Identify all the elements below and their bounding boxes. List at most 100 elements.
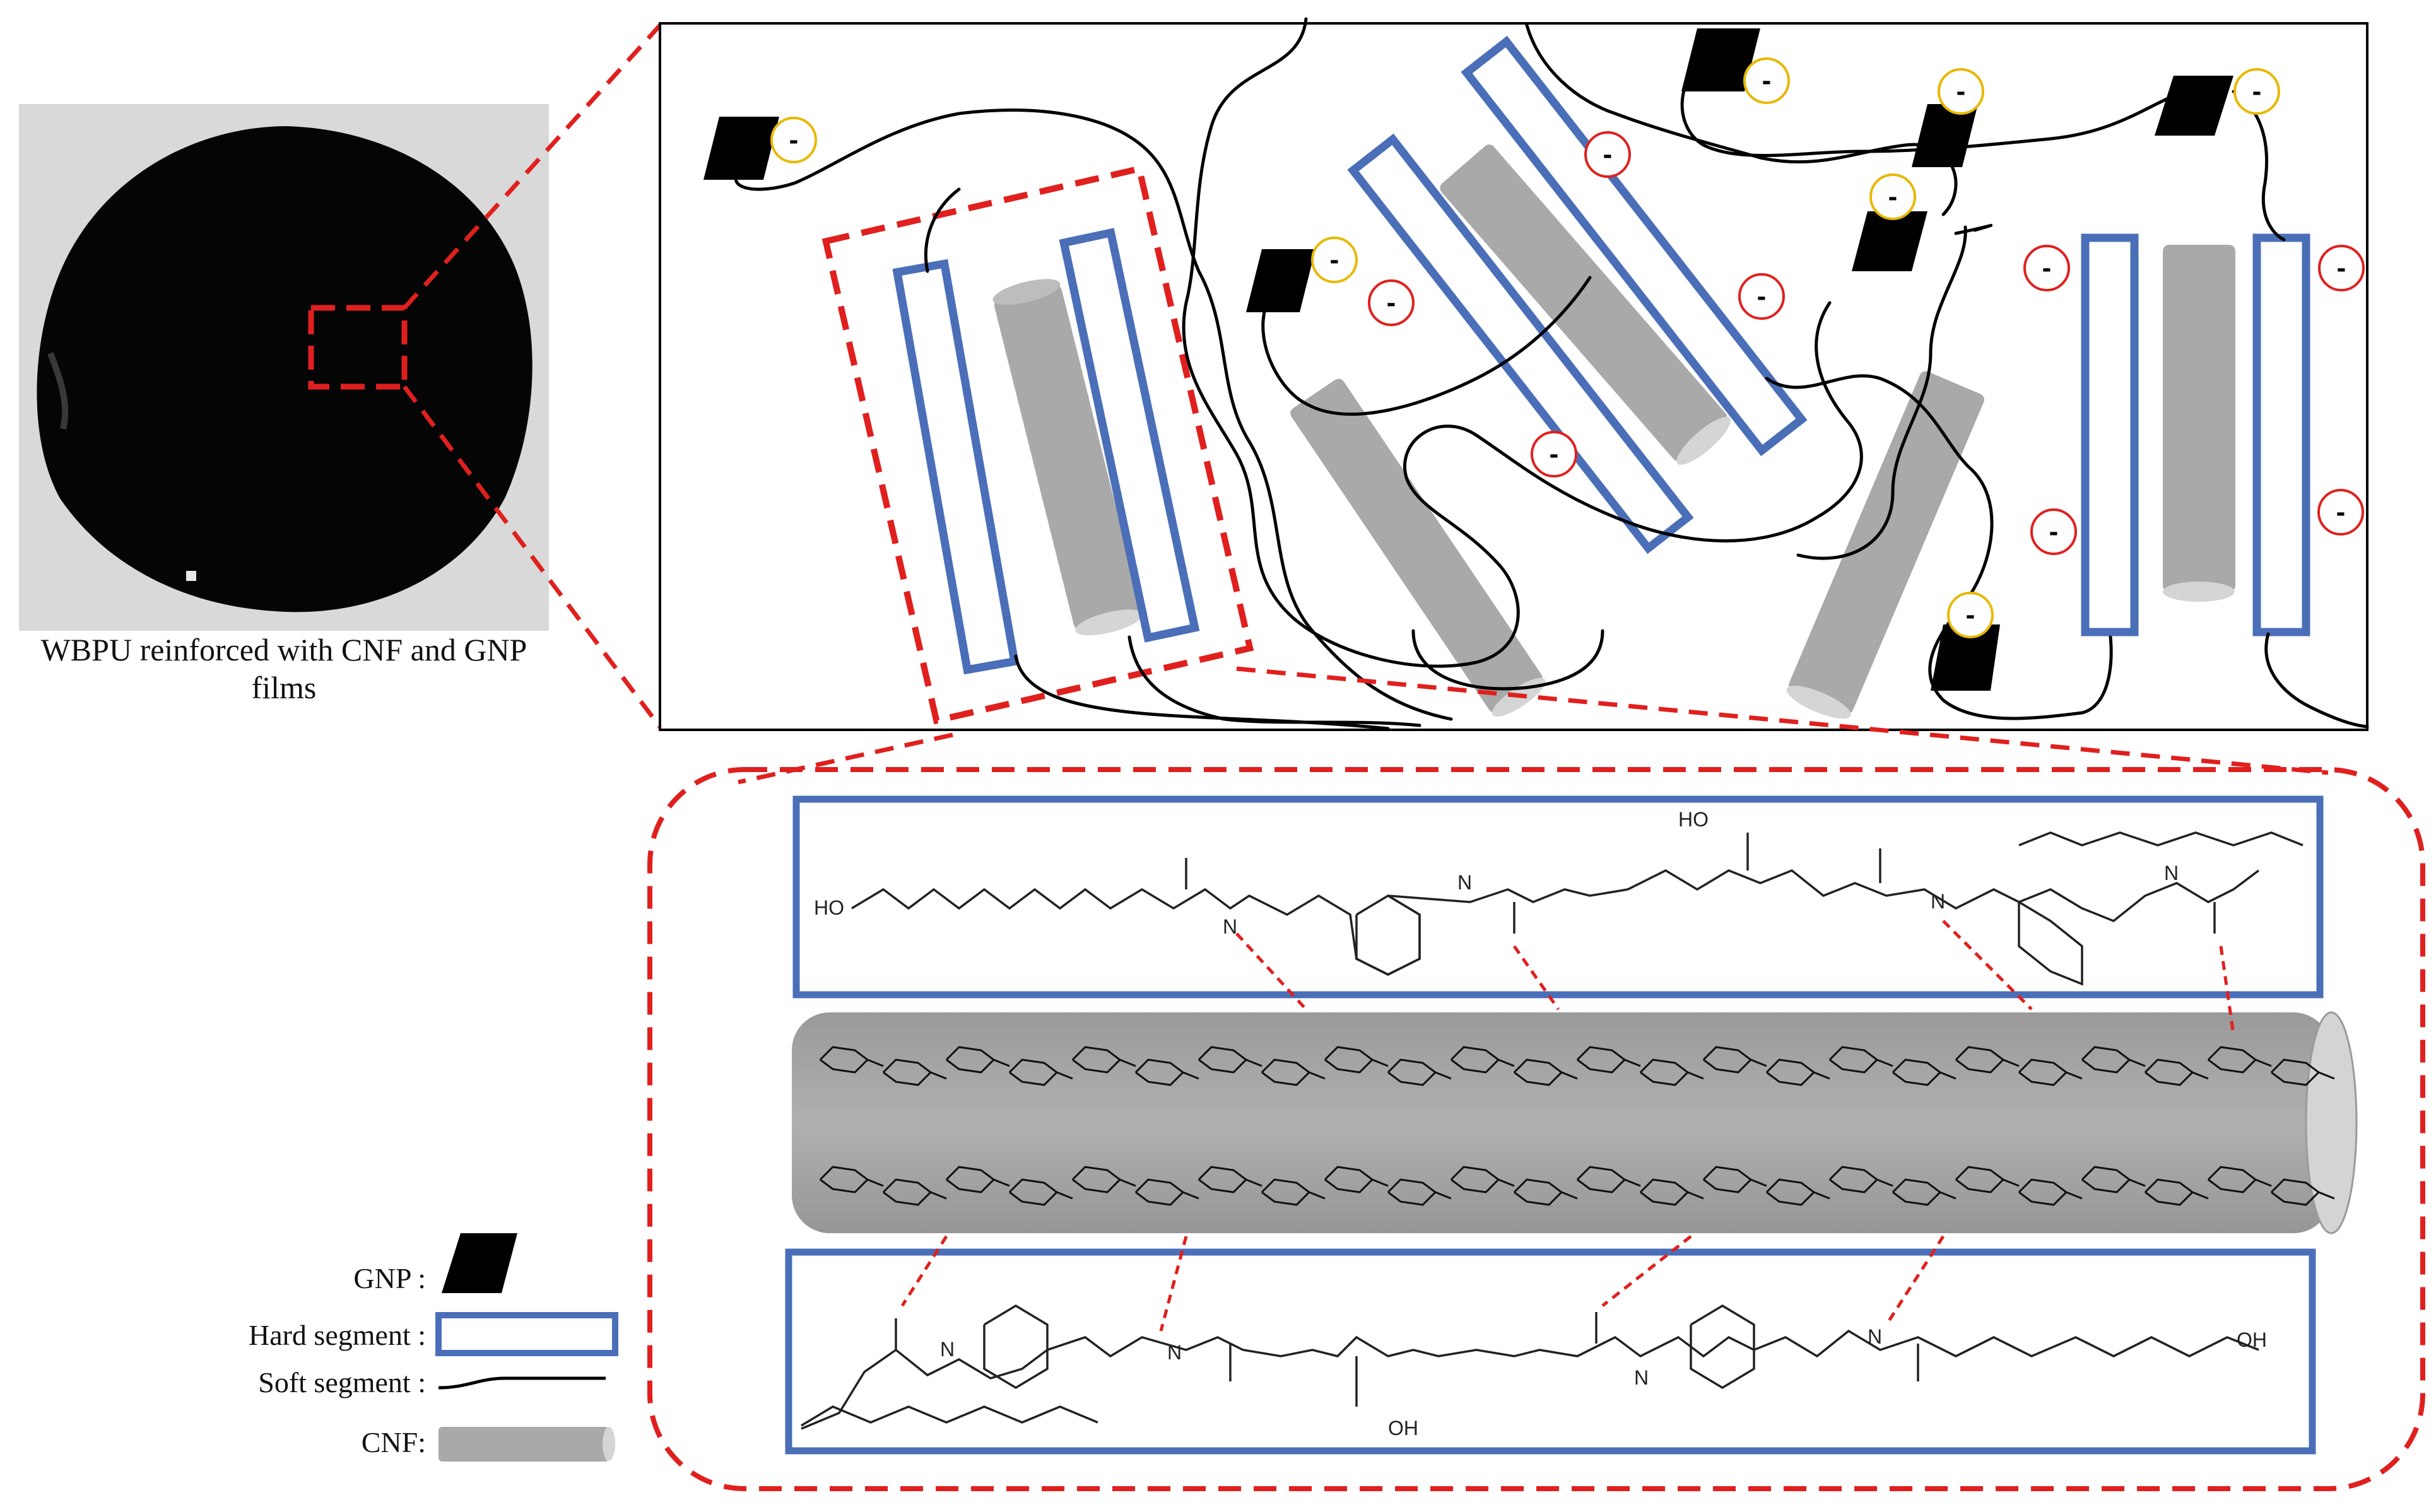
red-anion-1-symbol: - [1603,139,1613,170]
soft-segment-2 [924,187,961,273]
legend [435,1233,618,1462]
molecular-detail-panel [647,767,2425,1491]
glycosidic-link-18 [1939,1071,1956,1080]
glycosidic-link-43 [2003,1178,2020,1187]
red-anion-7: - [2030,508,2077,555]
h-bond-5 [900,1235,948,1307]
yellow-anion-3: - [1743,57,1790,104]
detail-zoom-lines [738,666,2329,785]
gnp-7 [1931,624,2000,691]
red-anion-7-symbol: - [2049,516,2059,547]
glycosidic-link-21 [2129,1058,2146,1067]
side-chain-top [2018,831,2304,847]
glycosidic-link-40 [1813,1191,1830,1200]
glycosidic-link-37 [1624,1178,1641,1187]
film-caption: WBPU reinforced with CNF and GNP films [40,632,527,705]
gnp-6 [2155,76,2233,136]
yellow-anion-6: - [2233,68,2280,115]
legend-cnf-icon [438,1427,609,1462]
soft-segment-4 [1182,17,1863,668]
gnp-1 [703,117,779,180]
glycosidic-link-13 [1624,1058,1641,1067]
soft-segments [734,17,2369,730]
red-anion-markers: -------- [1368,131,2365,555]
h-bond-2 [1512,945,1560,1011]
legend-hard-segment-label: Hard segment : [248,1319,426,1351]
gnp-4 [1912,104,1978,167]
atom-carboxyl-top: HO [1678,808,1709,831]
glycosidic-link-39 [1750,1178,1767,1187]
molecule-chain-top-2 [1627,869,2260,923]
legend-soft-segment-icon [438,1376,606,1390]
detail-zoom-line-left [738,732,953,785]
hard-segment-4 [1347,133,1694,554]
glycosidic-link-6 [1182,1071,1199,1080]
film-speck [186,571,196,581]
legend-hard-segment-icon [435,1312,618,1356]
glycosidic-link-14 [1687,1071,1704,1080]
yellow-anion-7-symbol: - [1966,599,1975,630]
black-film-disc [37,126,533,612]
atom-n-top-1: N [1223,915,1237,938]
ring-bottom-left [983,1304,1049,1390]
glycosidic-link-36 [1561,1191,1578,1200]
hard-segment-2 [1059,228,1200,643]
glycosidic-link-5 [1119,1058,1136,1067]
molecule-chain-top [851,888,1628,976]
glycosidic-link-30 [1182,1191,1199,1200]
atom-labels: HO OH HO OH N N N N N N N N [814,808,2267,1439]
glycosidic-link-29 [1119,1178,1136,1187]
red-anion-8-symbol: - [2336,496,2346,527]
glycosidic-link-38 [1687,1191,1704,1200]
glycosidic-link-3 [993,1058,1010,1067]
gnp-2 [1246,249,1315,312]
red-anion-6: - [2318,245,2365,291]
cellulose-chains [819,1046,2335,1206]
cnf-rod-4 [1786,371,1984,719]
molecule-chain-bottom [801,1329,2259,1430]
legend-gnp-label: GNP : [353,1262,426,1294]
legend-soft-segment-label: Soft segment : [258,1366,426,1398]
atom-n-bottom-4: N [1868,1325,1882,1348]
red-anion-1: - [1584,131,1631,178]
glycosidic-link-44 [2066,1191,2083,1200]
glycosidic-link-27 [993,1178,1010,1187]
glycosidic-link-8 [1309,1071,1326,1080]
yellow-anion-1-symbol: - [789,124,799,155]
glycosidic-link-17 [1876,1058,1893,1067]
gnp-3 [1681,28,1760,91]
atom-carboxyl-bottom: OH [1388,1417,1418,1439]
glycosidic-link-48 [2318,1191,2335,1200]
legend-cnf-label: CNF: [361,1426,426,1458]
hard-segment-5 [2081,233,2139,636]
soft-segment-9 [1261,276,1592,416]
soft-segment-8 [1796,225,1967,560]
glycosidic-link-19 [2003,1058,2020,1067]
glycosidic-link-12 [1561,1071,1578,1080]
ring-bottom-right [1690,1304,1755,1390]
gnp-particles [703,28,2233,691]
glycosidic-link-4 [1056,1071,1073,1080]
cnf-rod-2 [1440,144,1731,465]
glycosidic-link-42 [1939,1191,1956,1200]
cnf-cylinder-end [2305,1011,2358,1234]
atom-n-bottom-3: N [1634,1366,1649,1389]
zoom-line-bottom [403,385,663,730]
glycosidic-link-25 [867,1178,884,1187]
hard-segment-molecule-bottom [801,1304,2259,1430]
glycosidic-link-2 [930,1071,947,1080]
red-anion-3: - [1738,273,1785,320]
cnf-rod-1 [992,279,1143,636]
glycosidic-link-11 [1498,1058,1515,1067]
soft-segment-13 [1411,629,1604,691]
glycosidic-link-41 [1876,1178,1893,1187]
yellow-anion-7: - [1947,592,1994,638]
yellow-anion-5: - [1869,173,1916,220]
h-bond-8 [1885,1235,1945,1326]
red-anion-8: - [2317,489,2364,536]
soft-segment-1 [734,108,1453,721]
glycosidic-link-46 [2192,1191,2209,1200]
glycosidic-link-22 [2192,1071,2209,1080]
yellow-anion-1: - [770,117,817,163]
hard-segment-1 [892,259,1020,675]
